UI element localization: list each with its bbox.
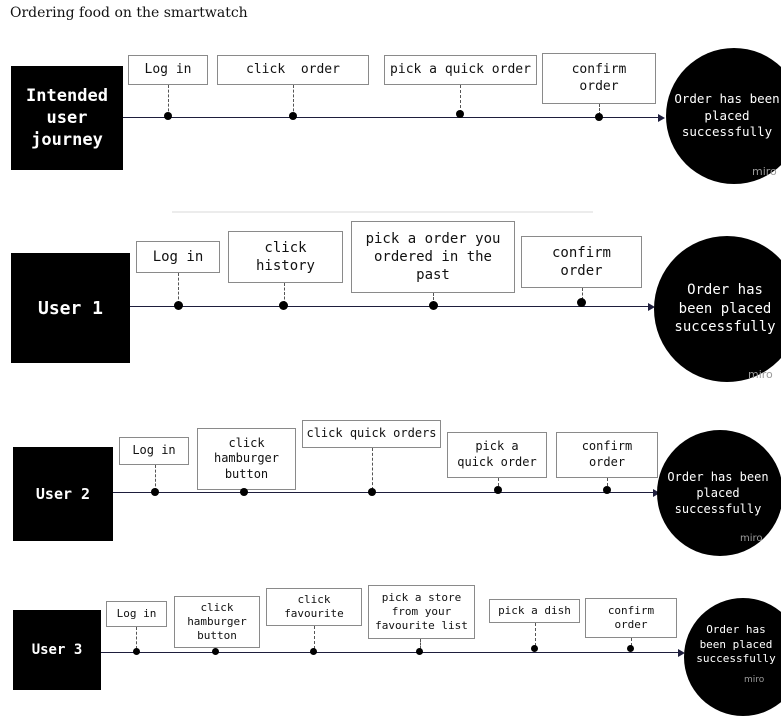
step-box: click hamburger button xyxy=(174,596,260,648)
step-box: Log in xyxy=(106,601,167,627)
row-label-user-3: User 3 xyxy=(13,610,101,690)
step-connector xyxy=(293,85,294,116)
step-box: click order xyxy=(217,55,369,85)
miro-watermark: miro xyxy=(744,675,765,685)
step-dot xyxy=(133,648,140,655)
step-box: click favourite xyxy=(266,588,362,626)
step-dot xyxy=(456,110,464,118)
step-connector xyxy=(168,85,169,116)
step-connector xyxy=(607,478,608,486)
step-connector xyxy=(599,104,600,115)
step-box: Log in xyxy=(136,241,220,273)
outcome-circle: Order has been placed successfully xyxy=(654,236,781,382)
arrow-head-icon xyxy=(678,649,685,657)
outcome-circle: Order has been placed successfully xyxy=(666,48,781,184)
step-dot xyxy=(174,301,183,310)
arrow-head-icon xyxy=(658,114,665,122)
journey-line xyxy=(130,306,648,307)
step-box: pick a dish xyxy=(489,599,580,623)
step-box: pick a store from your favourite list xyxy=(368,585,475,639)
step-dot xyxy=(595,113,603,121)
step-box: confirm order xyxy=(585,598,677,638)
journey-line xyxy=(123,117,658,118)
step-box: click quick orders xyxy=(302,420,441,448)
step-connector xyxy=(498,478,499,486)
step-connector xyxy=(178,273,179,304)
step-dot xyxy=(577,298,586,307)
step-dot xyxy=(310,648,317,655)
step-dot xyxy=(494,486,502,494)
step-dot xyxy=(240,488,248,496)
step-dot xyxy=(416,648,423,655)
step-dot xyxy=(603,486,611,494)
page-title: Ordering food on the smartwatch xyxy=(10,5,248,21)
step-connector xyxy=(631,638,632,646)
step-dot xyxy=(368,488,376,496)
step-dot xyxy=(627,645,634,652)
row-label-user-1: User 1 xyxy=(11,253,130,363)
step-box: confirm order xyxy=(556,432,658,478)
arrow-head-icon xyxy=(648,303,655,311)
step-dot xyxy=(429,301,438,310)
miro-watermark: miro xyxy=(740,533,763,544)
step-box: confirm order xyxy=(542,53,656,104)
journey-line xyxy=(101,652,678,653)
step-dot xyxy=(289,112,297,120)
miro-watermark: miro xyxy=(752,165,777,178)
step-dot xyxy=(212,648,219,655)
step-box: click history xyxy=(228,231,343,283)
step-connector xyxy=(284,283,285,304)
miro-watermark: miro xyxy=(748,368,773,381)
row-label-intended: Intended user journey xyxy=(11,66,123,170)
step-connector xyxy=(372,448,373,490)
arrow-head-icon xyxy=(653,489,660,497)
step-dot xyxy=(531,645,538,652)
step-connector xyxy=(136,627,137,649)
step-box: Log in xyxy=(119,437,189,465)
step-box: click hamburger button xyxy=(197,428,296,490)
outcome-circle: Order has been placed successfully xyxy=(684,598,781,716)
step-connector xyxy=(314,626,315,649)
step-dot xyxy=(279,301,288,310)
step-connector xyxy=(433,293,434,304)
step-box: pick a quick order xyxy=(447,432,547,478)
step-dot xyxy=(164,112,172,120)
journey-line xyxy=(113,492,653,493)
step-box: pick a order you ordered in the past xyxy=(351,221,515,293)
step-box: Log in xyxy=(128,55,208,85)
step-connector xyxy=(420,639,421,649)
step-box: pick a quick order xyxy=(384,55,537,85)
step-connector xyxy=(460,85,461,113)
step-connector xyxy=(582,288,583,300)
step-connector xyxy=(155,465,156,491)
step-dot xyxy=(151,488,159,496)
row-label-user-2: User 2 xyxy=(13,447,113,541)
step-connector xyxy=(535,623,536,646)
outcome-circle: Order has been placed successfully xyxy=(657,430,781,556)
divider xyxy=(172,211,593,213)
step-box: confirm order xyxy=(521,236,642,288)
